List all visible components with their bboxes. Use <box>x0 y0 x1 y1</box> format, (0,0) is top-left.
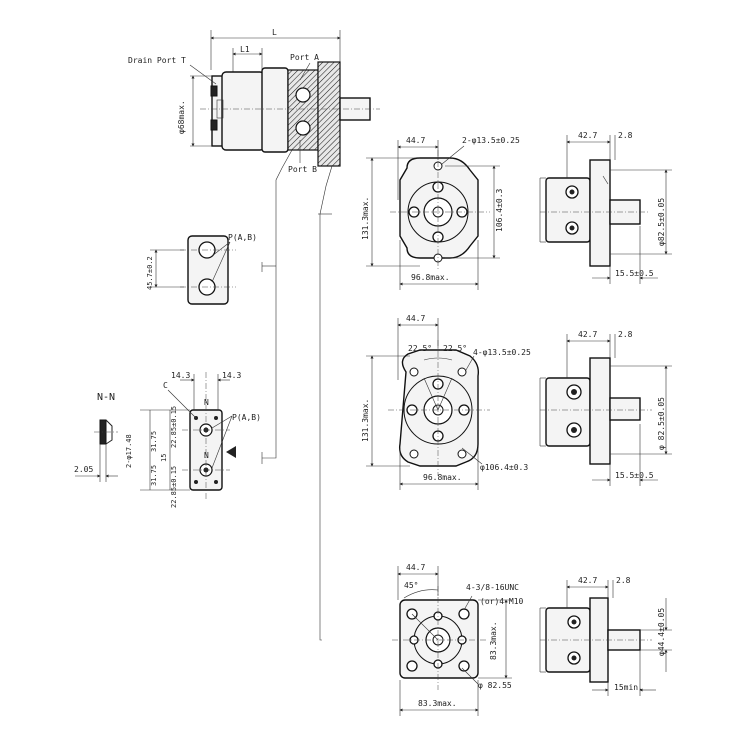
section-nn-title: N-N <box>97 392 115 403</box>
dim-14-3-right: 14.3 <box>222 371 241 380</box>
f1-side-42-7: 42.7 <box>578 131 597 140</box>
dim-l-label: L <box>272 28 277 37</box>
f3-angle: 45° <box>404 581 418 590</box>
flange-square-side-view: 42.7 2.8 φ44.4±0.05 15min. <box>539 576 672 696</box>
f3-width: 83.3max. <box>418 699 457 708</box>
f1-shaft-len: 15.5±0.5 <box>615 269 654 278</box>
label-n-top: N <box>204 398 209 407</box>
f2-angle-b: 22.5° <box>443 344 467 353</box>
f2-shaft-len: 15.5±0.5 <box>615 471 654 480</box>
dim-2-05-label: 2.05 <box>74 465 93 474</box>
port-spacing-label: 45.7±0.2 <box>146 256 154 290</box>
drain-port-label: Drain Port T <box>128 56 186 65</box>
dim-22-85-a: 22.85±0.15 <box>170 406 178 448</box>
dim-31-75-b: 31.75 <box>150 465 158 486</box>
port-detail-view: 45.7±0.2 P(A,B) <box>146 233 257 305</box>
f3-pilot: φ44.4±0.05 <box>657 608 666 656</box>
f2-bolt-circle: φ106.4±0.3 <box>480 463 528 472</box>
f2-width: 96.8max. <box>423 473 462 482</box>
f3-side-42-7: 42.7 <box>578 576 597 585</box>
f3-shaft-len: 15min. <box>614 683 643 692</box>
dim-22-85-b: 22.85±0.15 <box>170 466 178 508</box>
f2-side-2-8: 2.8 <box>618 330 633 339</box>
nn-port-label: P(A,B) <box>232 413 261 422</box>
dim-31-75-a: 31.75 <box>150 431 158 452</box>
dim-bolt-label: 2-φ17.48 <box>125 434 133 468</box>
f2-height: 131.3max. <box>361 399 370 442</box>
f3-threads: 4-3/8-16UNC <box>466 583 519 592</box>
f2-holes: 4-φ13.5±0.25 <box>473 348 531 357</box>
label-c: C <box>163 381 168 390</box>
f1-holes: 2-φ13.5±0.25 <box>462 136 520 145</box>
motor-side-view: L L1 φ68max. Drain Port T Port A Port B <box>128 28 380 641</box>
dim-14-3-left: 14.3 <box>171 371 190 380</box>
dia-max-label: φ68max. <box>177 100 186 134</box>
f1-side-2-8: 2.8 <box>618 131 633 140</box>
f1-pilot: φ82.5±0.05 <box>657 198 666 246</box>
label-n-bottom: N <box>204 451 209 460</box>
f3-bolt-circle: φ 82.55 <box>478 681 512 690</box>
flange-square-front-view: 44.7 45° 4-3/8-16UNC (or)4-M10 83.3max. … <box>392 563 524 716</box>
f3-threads-alt: (or)4-M10 <box>480 597 524 606</box>
f1-height: 131.3max. <box>361 197 370 240</box>
flange-2-hole-side-view: 42.7 2.8 φ82.5±0.05 15.5±0.5 <box>539 131 672 284</box>
f2-side-42-7: 42.7 <box>578 330 597 339</box>
f3-dim-44-7: 44.7 <box>406 563 425 572</box>
f2-dim-44-7: 44.7 <box>406 314 425 323</box>
dim-15: 15 <box>160 454 168 462</box>
flange-2-hole-front-view: 44.7 2-φ13.5±0.25 131.3max. 106.4±0.3 96… <box>361 136 520 290</box>
flange-4-hole-front-view: 44.7 22.5° 22.5° 4-φ13.5±0.25 131.3max. … <box>361 314 531 490</box>
port-detail-label: P(A,B) <box>228 233 257 242</box>
f1-width: 96.8max. <box>411 273 450 282</box>
f3-side-2-8: 2.8 <box>616 576 631 585</box>
f1-bolt-spacing: 106.4±0.3 <box>495 188 504 232</box>
f2-angle-a: 22.5° <box>408 344 432 353</box>
port-b-label: Port B <box>288 165 317 174</box>
f2-pilot: φ 82.5±0.05 <box>657 397 666 450</box>
port-a-label: Port A <box>290 53 319 62</box>
section-nn-view: N-N 2.05 2-φ17.48 14.3 14.3 C N N <box>74 371 261 508</box>
flange-4-hole-side-view: 42.7 2.8 φ 82.5±0.05 15.5±0.5 <box>539 330 672 486</box>
dim-l1-label: L1 <box>240 45 250 54</box>
f3-height: 83.3max. <box>489 621 498 660</box>
f1-dim-44-7: 44.7 <box>406 136 425 145</box>
